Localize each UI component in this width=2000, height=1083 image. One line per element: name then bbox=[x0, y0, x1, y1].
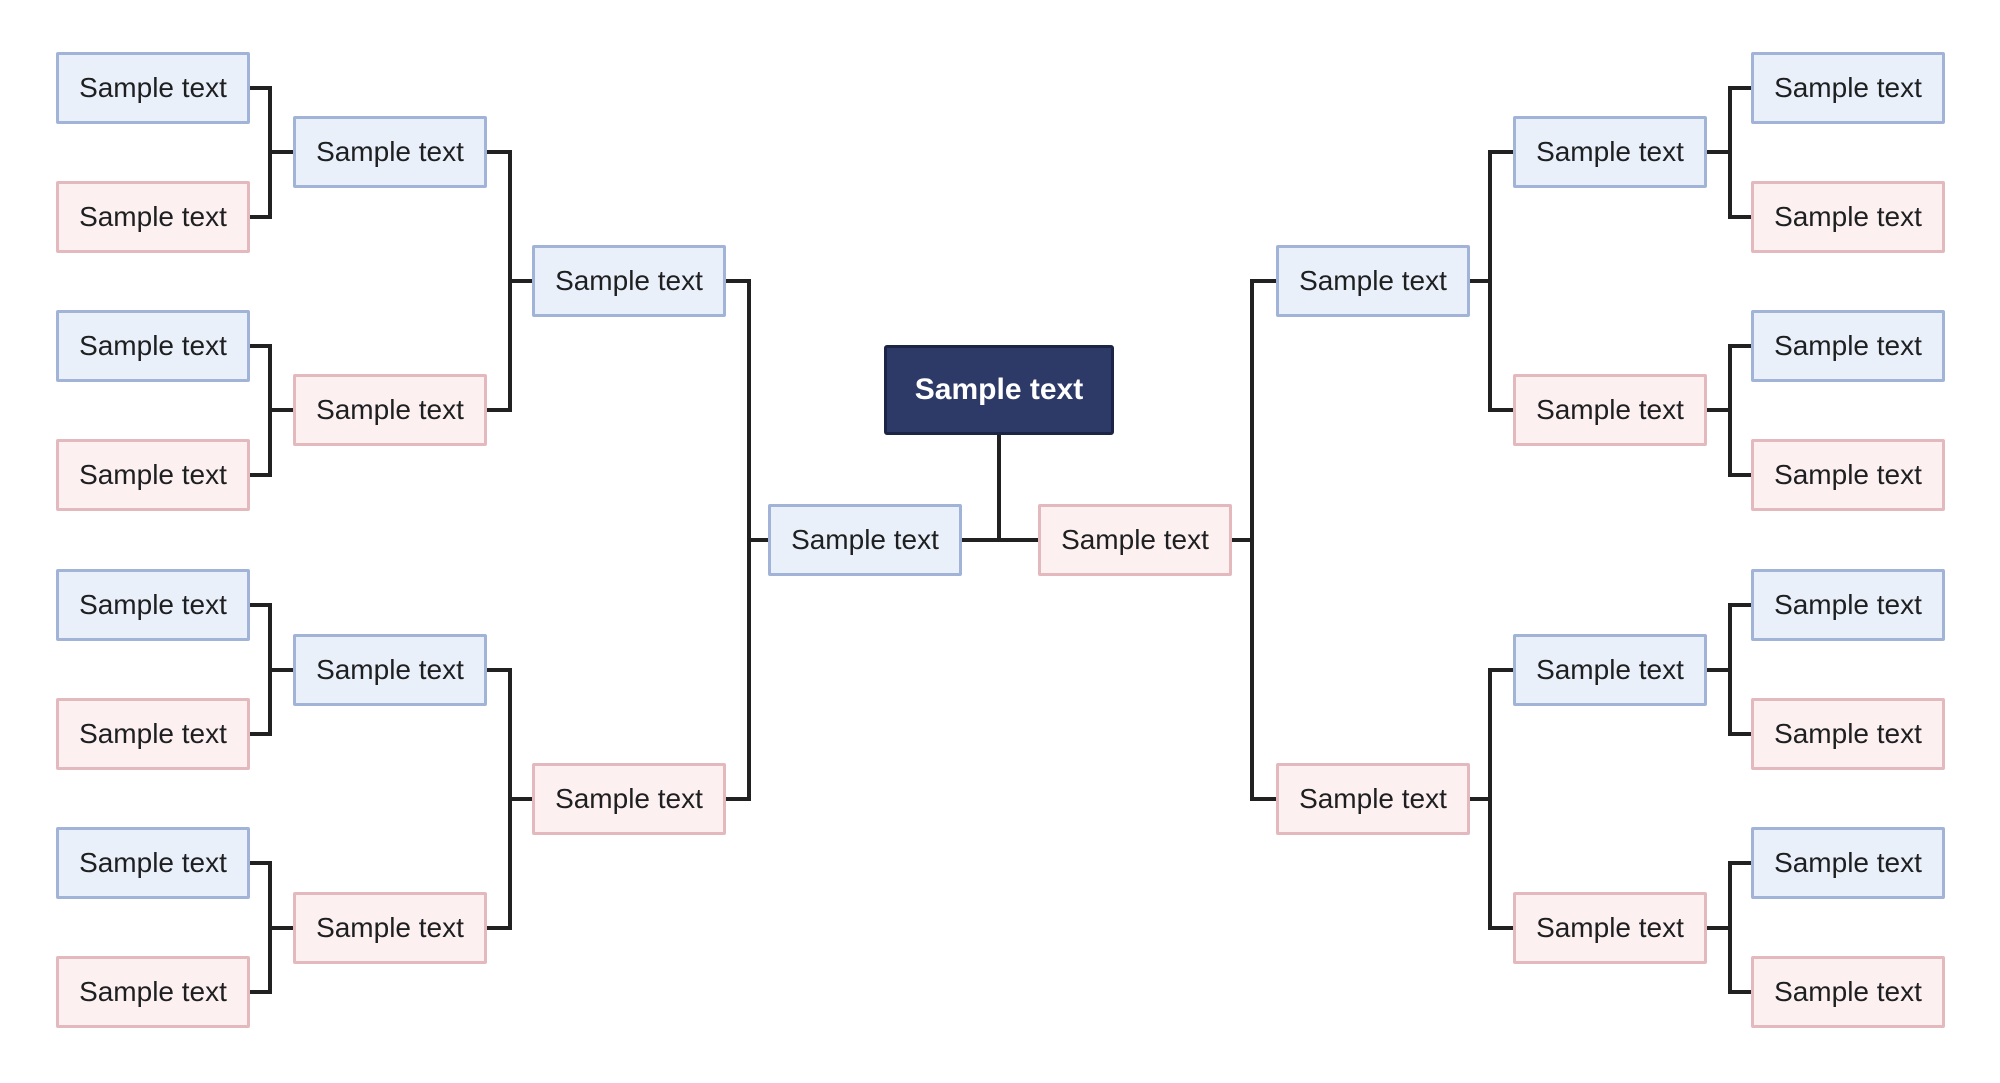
connector-left-round1-pair3 bbox=[250, 603, 293, 736]
node-right-round1-5: Sample text bbox=[1751, 569, 1945, 641]
node-left-round1-3: Sample text bbox=[56, 310, 250, 382]
node-right-round1-7: Sample text bbox=[1751, 827, 1945, 899]
connector-right-round3-pair bbox=[1232, 279, 1276, 801]
connector-right-round2-pair1 bbox=[1470, 150, 1513, 412]
node-left-round1-5: Sample text bbox=[56, 569, 250, 641]
node-right-finalist: Sample text bbox=[1038, 504, 1232, 576]
node-left-round2-1: Sample text bbox=[293, 116, 487, 188]
connector-right-round1-pair1 bbox=[1707, 86, 1751, 219]
node-left-round3-2: Sample text bbox=[532, 763, 726, 835]
node-right-round3-1: Sample text bbox=[1276, 245, 1470, 317]
node-left-finalist: Sample text bbox=[768, 504, 962, 576]
connector-left-round3-pair bbox=[726, 279, 768, 801]
node-right-round1-6: Sample text bbox=[1751, 698, 1945, 770]
connector-right-round1-pair4 bbox=[1707, 861, 1751, 994]
connector-left-round2-pair2 bbox=[487, 668, 532, 930]
connector-left-round1-pair2 bbox=[250, 344, 293, 477]
node-right-round2-4: Sample text bbox=[1513, 892, 1707, 964]
node-right-round1-3: Sample text bbox=[1751, 310, 1945, 382]
node-left-round2-2: Sample text bbox=[293, 374, 487, 446]
node-left-round2-4: Sample text bbox=[293, 892, 487, 964]
node-right-round1-2: Sample text bbox=[1751, 181, 1945, 253]
node-left-round1-7: Sample text bbox=[56, 827, 250, 899]
node-right-round1-8: Sample text bbox=[1751, 956, 1945, 1028]
node-left-round1-4: Sample text bbox=[56, 439, 250, 511]
node-right-round2-3: Sample text bbox=[1513, 634, 1707, 706]
node-right-round1-4: Sample text bbox=[1751, 439, 1945, 511]
node-left-round1-6: Sample text bbox=[56, 698, 250, 770]
connector-right-round1-pair3 bbox=[1707, 603, 1751, 736]
node-right-round3-2: Sample text bbox=[1276, 763, 1470, 835]
connector-right-round1-pair2 bbox=[1707, 344, 1751, 477]
node-left-round3-1: Sample text bbox=[532, 245, 726, 317]
connector-right-round2-pair2 bbox=[1470, 668, 1513, 930]
connector-left-round1-pair1 bbox=[250, 86, 293, 219]
node-left-round2-3: Sample text bbox=[293, 634, 487, 706]
node-right-round1-1: Sample text bbox=[1751, 52, 1945, 124]
connector-left-round1-pair4 bbox=[250, 861, 293, 994]
node-left-round1-2: Sample text bbox=[56, 181, 250, 253]
node-left-round1-1: Sample text bbox=[56, 52, 250, 124]
connector-left-round2-pair1 bbox=[487, 150, 532, 412]
node-left-round1-8: Sample text bbox=[56, 956, 250, 1028]
node-champion: Sample text bbox=[884, 345, 1114, 435]
node-right-round2-1: Sample text bbox=[1513, 116, 1707, 188]
node-right-round2-2: Sample text bbox=[1513, 374, 1707, 446]
